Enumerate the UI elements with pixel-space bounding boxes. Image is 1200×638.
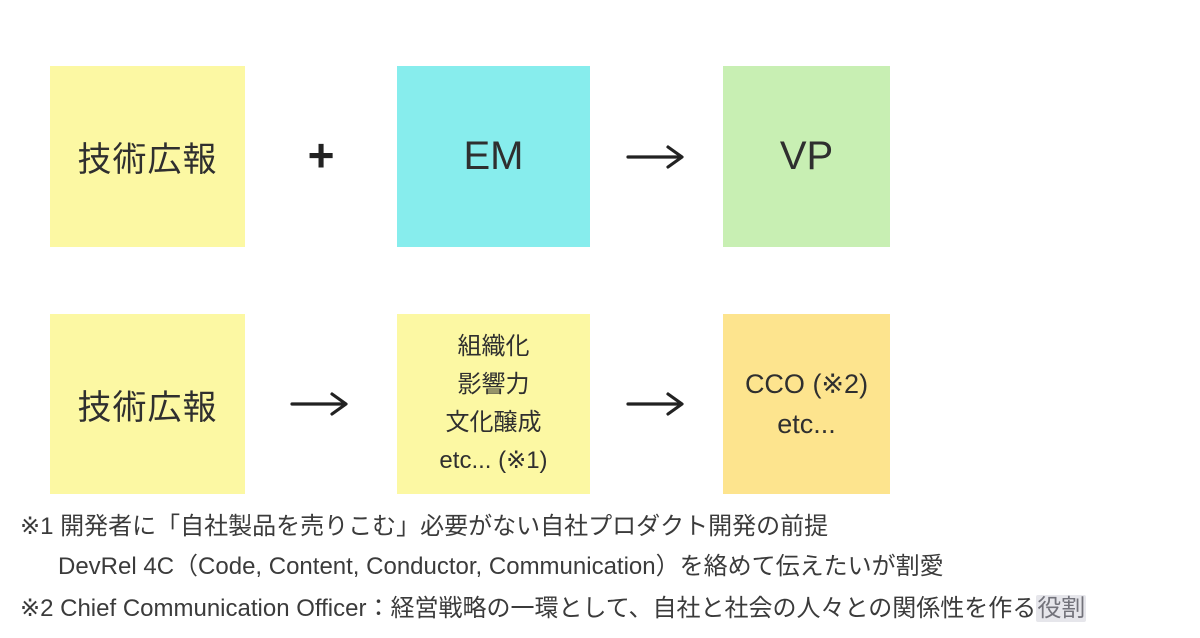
outcome-line: 影響力 — [457, 371, 530, 398]
node-tech-pr-top: 技術広報 — [50, 66, 245, 247]
node-tech-pr-bottom-label: 技術広報 — [77, 388, 218, 427]
node-vp-label: VP — [779, 134, 834, 178]
footnote-2-text: ※2 Chief Communication Officer：経営戦略の一環とし… — [20, 595, 1037, 622]
outcome-line: 文化醸成 — [445, 409, 542, 436]
right-arrow-icon — [625, 144, 684, 169]
cco-line: etc... — [777, 409, 836, 439]
arrow-row2-left — [245, 314, 397, 494]
plus-operator: + — [245, 66, 397, 247]
outcome-line: etc... (※1) — [439, 447, 548, 474]
node-vp: VP — [723, 66, 890, 247]
arrow-row2-right — [590, 314, 723, 494]
node-em: EM — [397, 66, 590, 247]
footnote-2: ※2 Chief Communication Officer：経営戦略の一環とし… — [20, 588, 1087, 623]
footnote-1-line-1: ※1 開発者に「自社製品を売りこむ」必要がない自社プロダクト開発の前提 — [20, 513, 829, 540]
outcome-line: 組織化 — [457, 333, 530, 360]
node-outcomes: 組織化 影響力 文化醸成 etc... (※1) — [397, 314, 590, 494]
node-tech-pr-top-label: 技術広報 — [77, 141, 218, 179]
node-em-label: EM — [463, 134, 524, 178]
cco-line: CCO (※2) — [744, 369, 869, 399]
arrow-row1 — [590, 66, 723, 247]
node-cco: CCO (※2) etc... — [723, 314, 890, 494]
footnote-1-line-2: DevRel 4C（Code, Content, Conductor, Comm… — [58, 553, 944, 580]
right-arrow-icon — [290, 392, 348, 416]
node-tech-pr-bottom: 技術広報 — [50, 314, 245, 494]
plus-icon: + — [307, 128, 335, 181]
right-arrow-icon — [625, 392, 684, 416]
footnote-2-highlighted-word: 役割 — [1036, 595, 1087, 622]
